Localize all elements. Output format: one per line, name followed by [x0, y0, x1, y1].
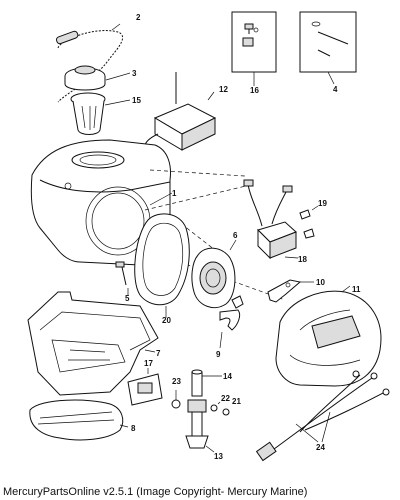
part-label: 23	[172, 377, 181, 386]
part-label: 4	[333, 85, 338, 94]
part-3-filler-cap[interactable]	[64, 65, 131, 91]
part-label: 9	[216, 350, 221, 359]
part-label: 18	[298, 255, 307, 264]
part-1-tank[interactable]	[30, 139, 173, 267]
part-14-tube[interactable]	[191, 369, 222, 397]
part-19-clip[interactable]	[299, 205, 319, 239]
part-label: 21	[232, 397, 241, 406]
part-label: 24	[316, 443, 325, 452]
part-18-relay[interactable]	[243, 179, 299, 260]
part-2-cord[interactable]	[55, 23, 123, 103]
part-label: 16	[250, 86, 259, 95]
part-11-cover[interactable]	[275, 285, 382, 387]
part-6-cover-plate[interactable]	[191, 239, 237, 308]
part-12-sensor-box[interactable]	[144, 72, 217, 157]
part-label: 14	[223, 372, 232, 381]
part-22-washer[interactable]	[210, 401, 221, 412]
part-20-gasket[interactable]	[134, 213, 190, 318]
part-label: 15	[132, 96, 141, 105]
part-21-washer[interactable]	[222, 408, 230, 416]
part-label: 6	[233, 231, 238, 240]
part-10-clip[interactable]	[267, 279, 314, 303]
part-15-filter[interactable]	[70, 92, 131, 135]
part-13-fitting[interactable]	[185, 399, 215, 453]
part-8-strap[interactable]	[29, 399, 129, 441]
part-label: 5	[125, 294, 130, 303]
copyright-footer: MercuryPartsOnline v2.5.1 (Image Copyrig…	[3, 486, 308, 498]
part-label: 20	[162, 316, 171, 325]
part-label: 17	[144, 359, 153, 368]
callout-labels: 1 2 3 4 5 6 7 8 9 10 11 12 13 14 15 16 1…	[125, 13, 361, 461]
part-label: 2	[136, 13, 141, 22]
part-label: 8	[131, 424, 136, 433]
part-24-harness[interactable]	[255, 370, 390, 462]
part-label: 1	[172, 189, 177, 198]
part-label: 7	[156, 349, 161, 358]
part-7-tray[interactable]	[27, 291, 159, 396]
part-17-clamp[interactable]	[127, 368, 163, 406]
part-4-hardware-box[interactable]	[299, 11, 357, 85]
part-16-hardware-box[interactable]	[231, 11, 277, 86]
part-9-bracket[interactable]	[219, 295, 244, 349]
part-label: 13	[214, 452, 223, 461]
part-label: 12	[219, 85, 228, 94]
part-label: 19	[318, 199, 327, 208]
part-label: 10	[316, 278, 325, 287]
part-label: 11	[352, 285, 361, 294]
part-23-washer[interactable]	[171, 390, 181, 409]
part-label: 22	[221, 394, 230, 403]
part-5-screw[interactable]	[115, 261, 129, 296]
part-label: 3	[132, 69, 137, 78]
